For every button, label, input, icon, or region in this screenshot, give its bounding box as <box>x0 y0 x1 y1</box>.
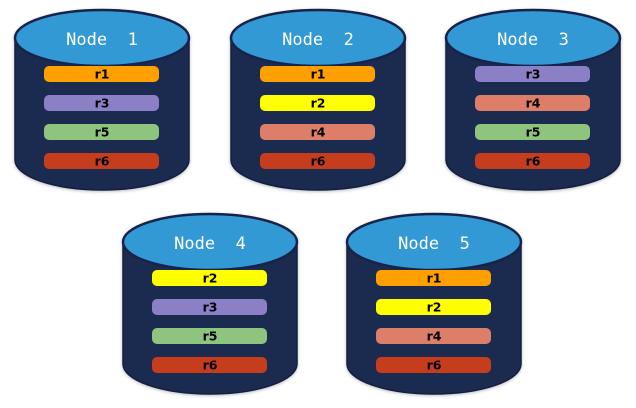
replica-bar: r1 <box>376 270 491 286</box>
replica-bar: r4 <box>260 124 375 140</box>
replica-bar-rect <box>475 95 590 111</box>
node-title: Node 3 <box>497 30 569 50</box>
replica-bar-label: r6 <box>203 358 218 373</box>
node-3: Node 3 r3 r4 r5 r6 <box>444 8 622 194</box>
replica-bar-label: r4 <box>526 96 541 111</box>
replica-bar-label: r1 <box>427 271 442 286</box>
replica-bar-label: r3 <box>203 300 218 315</box>
replica-bar-rect <box>44 124 159 140</box>
replica-bar-label: r2 <box>427 300 442 315</box>
node-1: Node 1 r1 r3 r5 r6 <box>13 8 191 194</box>
replica-bar-label: r2 <box>311 96 326 111</box>
replica-bar-label: r4 <box>311 125 326 140</box>
replica-bar: r2 <box>260 95 375 111</box>
node-5: Node 5 r1 r2 r4 r6 <box>345 212 523 398</box>
replica-bar-label: r5 <box>203 329 218 344</box>
replica-bar: r2 <box>152 270 267 286</box>
replica-bar-rect <box>44 66 159 82</box>
node-title: Node 4 <box>174 234 246 254</box>
replica-bar-label: r1 <box>311 67 326 82</box>
replica-bar: r5 <box>44 124 159 140</box>
replica-bar: r6 <box>260 153 375 169</box>
replica-bar-rect <box>152 270 267 286</box>
replica-bar: r1 <box>44 66 159 82</box>
node-title: Node 2 <box>282 30 354 50</box>
replica-bar-label: r6 <box>526 154 541 169</box>
replica-bar-rect <box>376 270 491 286</box>
replica-bar: r6 <box>376 357 491 373</box>
node-5-cylinder: Node 5 r1 r2 r4 r6 <box>345 212 523 395</box>
replica-bar-label: r3 <box>95 96 110 111</box>
replica-bar-rect <box>475 124 590 140</box>
replica-bar-rect <box>152 328 267 344</box>
replica-bar: r3 <box>152 299 267 315</box>
replica-bar: r3 <box>44 95 159 111</box>
replica-bar: r4 <box>376 328 491 344</box>
node-4-cylinder: Node 4 r2 r3 r5 r6 <box>121 212 299 395</box>
replica-bar-label: r2 <box>203 271 218 286</box>
replica-bar-rect <box>152 299 267 315</box>
replica-bar-label: r4 <box>427 329 442 344</box>
replica-bar: r4 <box>475 95 590 111</box>
node-4: Node 4 r2 r3 r5 r6 <box>121 212 299 398</box>
node-1-cylinder: Node 1 r1 r3 r5 r6 <box>13 8 191 191</box>
replica-bar-rect <box>260 153 375 169</box>
replica-bar: r6 <box>475 153 590 169</box>
replica-bar: r3 <box>475 66 590 82</box>
replica-bar-label: r6 <box>427 358 442 373</box>
replica-bar-rect <box>44 95 159 111</box>
replica-bar-rect <box>475 66 590 82</box>
replica-bar-rect <box>376 328 491 344</box>
replica-bar: r2 <box>376 299 491 315</box>
replica-bar-rect <box>475 153 590 169</box>
replica-bar: r5 <box>152 328 267 344</box>
replica-bar-rect <box>260 66 375 82</box>
replica-bar: r6 <box>152 357 267 373</box>
replica-bar-rect <box>44 153 159 169</box>
replica-bar-label: r5 <box>95 125 110 140</box>
replica-bar-rect <box>376 299 491 315</box>
replica-bar-label: r1 <box>95 67 110 82</box>
replica-bar-rect <box>376 357 491 373</box>
node-title: Node 5 <box>398 234 470 254</box>
node-2: Node 2 r1 r2 r4 r6 <box>229 8 407 194</box>
replica-bar-rect <box>260 124 375 140</box>
replica-bar: r1 <box>260 66 375 82</box>
replica-bar-rect <box>260 95 375 111</box>
replica-bar-label: r3 <box>526 67 541 82</box>
replica-bar-rect <box>152 357 267 373</box>
replica-bar: r6 <box>44 153 159 169</box>
replica-bar-label: r6 <box>311 154 326 169</box>
replica-bar-label: r6 <box>95 154 110 169</box>
node-2-cylinder: Node 2 r1 r2 r4 r6 <box>229 8 407 191</box>
replica-bar: r5 <box>475 124 590 140</box>
node-3-cylinder: Node 3 r3 r4 r5 r6 <box>444 8 622 191</box>
node-title: Node 1 <box>66 30 138 50</box>
replica-bar-label: r5 <box>526 125 541 140</box>
